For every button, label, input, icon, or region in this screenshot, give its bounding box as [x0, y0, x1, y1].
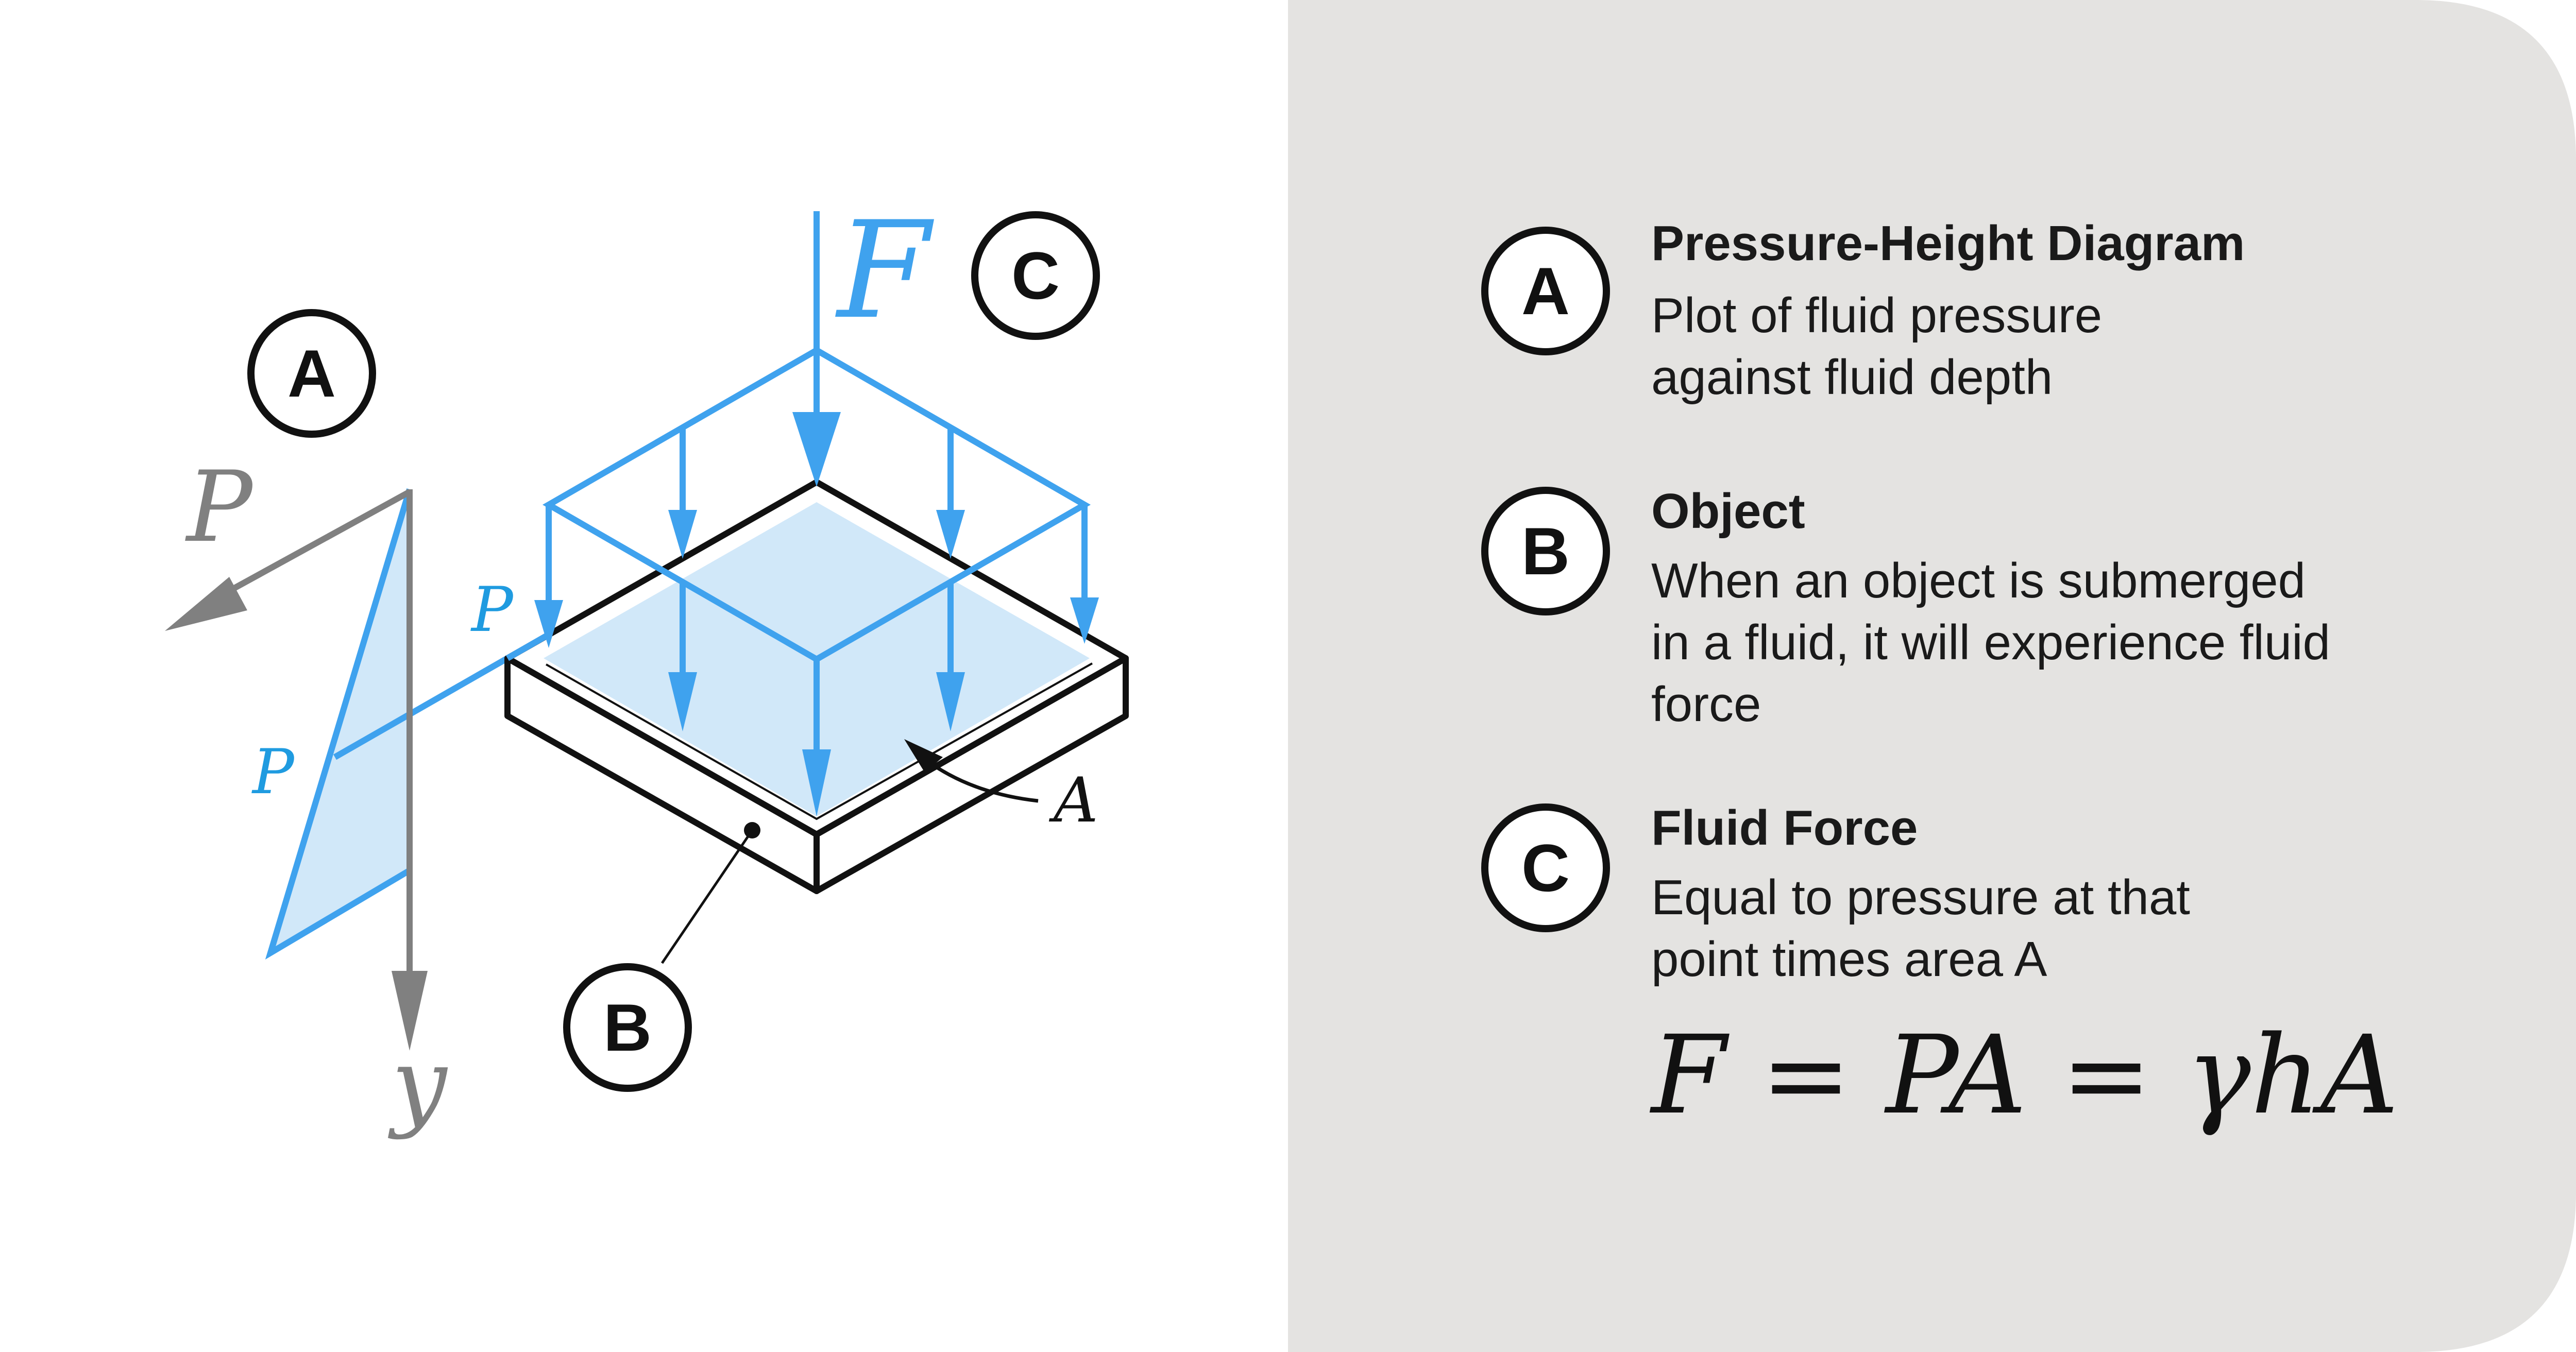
legend-line-a-1: Plot of fluid pressure — [1651, 288, 2102, 343]
legend-line-b-1: When an object is submerged — [1651, 553, 2306, 608]
legend-title-a: Pressure-Height Diagram — [1651, 216, 2245, 271]
depth-axis-label: y — [387, 1027, 448, 1141]
badge-c: C — [971, 211, 1100, 340]
legend-title-c: Fluid Force — [1651, 800, 1918, 855]
pressure-level-line — [333, 655, 509, 760]
depth-axis-arrowhead — [392, 971, 428, 1051]
pressure-leader-line — [506, 631, 550, 661]
legend-badge-a: A — [1521, 253, 1570, 329]
pressure-axis — [225, 489, 411, 595]
force-arrowheads — [534, 412, 1099, 816]
svg-text:A: A — [287, 336, 336, 411]
object-leader-dot — [744, 822, 760, 838]
object-leader-line — [660, 829, 754, 964]
pressure-height-diagram: P y P — [165, 450, 509, 1141]
legend-badge-c: C — [1521, 830, 1570, 905]
pressure-label-diagram: P — [251, 737, 295, 808]
legend-item-a: A Pressure-Height Diagram Plot of fluid … — [1481, 216, 2245, 405]
object-inner-edge — [546, 662, 1093, 820]
legend-panel — [1288, 0, 2576, 1352]
legend-line-b-3: force — [1651, 677, 1761, 732]
fluid-force-equation: F = PA = γhA — [1649, 1012, 2399, 1138]
pressure-axis-label: P — [185, 450, 254, 564]
legend: A Pressure-Height Diagram Plot of fluid … — [1481, 216, 2399, 1138]
legend-badge-b: B — [1521, 514, 1570, 589]
legend-item-c: C Fluid Force Equal to pressure at that … — [1481, 800, 2190, 987]
badge-b: B — [563, 963, 692, 1092]
legend-line-c-2: point times area A — [1651, 932, 2047, 987]
legend-line-c-1: Equal to pressure at that — [1651, 870, 2190, 925]
pressure-label-object: P — [470, 574, 514, 646]
svg-text:B: B — [603, 990, 652, 1065]
badge-a: A — [247, 309, 376, 438]
legend-line-b-2: in a fluid, it will experience fluid — [1651, 615, 2330, 670]
legend-line-a-2: against fluid depth — [1651, 350, 2053, 405]
legend-title-b: Object — [1651, 484, 1805, 539]
pressure-triangle-outline — [265, 488, 413, 960]
fluid-force-field — [506, 211, 1091, 752]
svg-text:C: C — [1011, 238, 1060, 313]
pressure-axis-arrowhead — [165, 577, 247, 631]
legend-item-b: B Object When an object is submerged in … — [1481, 484, 2330, 732]
force-label: F — [835, 193, 936, 349]
area-leader-line — [921, 756, 1039, 803]
area-leader-arrowhead — [904, 739, 943, 773]
area-label: A — [1048, 765, 1098, 836]
